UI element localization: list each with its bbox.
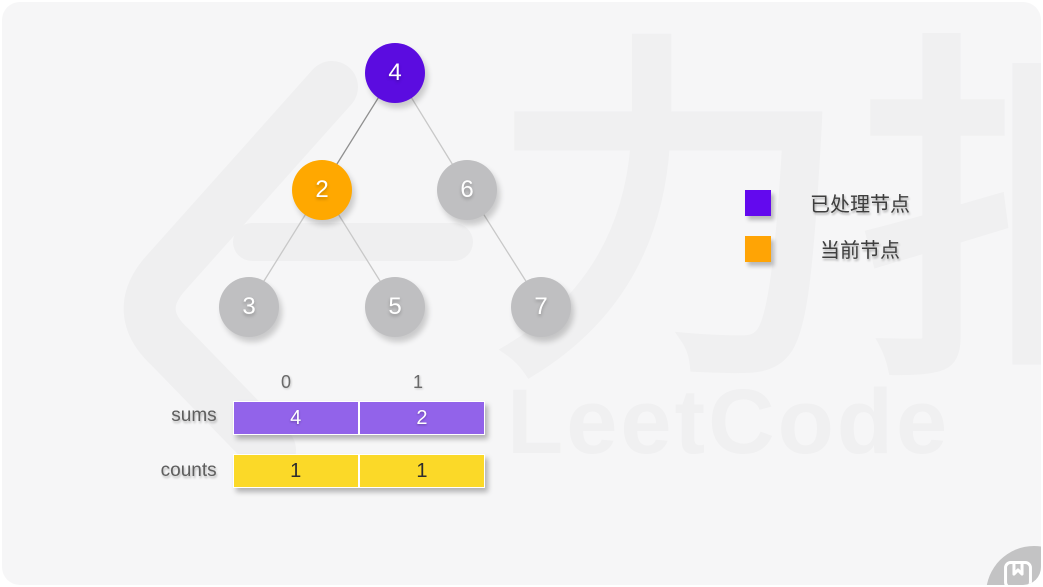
legend-label-processed: 已处理节点: [810, 194, 910, 216]
sums-cell-1: 2: [359, 402, 484, 434]
counts-cell-0: 1: [233, 455, 358, 487]
processed-node-swatch: [745, 189, 771, 216]
legend-item-processed: 已处理节点: [745, 188, 935, 217]
index-labels-row: 0 1: [220, 372, 485, 396]
counts-array: 1 1: [232, 454, 485, 488]
index-label: 1: [412, 372, 423, 392]
counts-label: counts: [160, 460, 217, 481]
sums-label: sums: [171, 404, 217, 426]
current-node-swatch: [745, 235, 771, 262]
tree-node: 7: [511, 277, 571, 337]
sums-array: 4 2: [232, 401, 485, 435]
tree-node-root: 4: [365, 43, 425, 103]
arrays-panel: 0 1 sums 4 2 counts 1 1: [145, 372, 485, 488]
sums-row: sums 4 2: [145, 396, 485, 435]
legend: 已处理节点 当前节点: [745, 188, 935, 280]
leetbook-icon: [1004, 561, 1032, 585]
tree-node: 6: [437, 160, 497, 220]
counts-cell-1: 1: [359, 455, 484, 487]
legend-label-current: 当前节点: [820, 240, 900, 262]
counts-row: counts 1 1: [145, 454, 485, 488]
sums-cell-0: 4: [233, 402, 358, 434]
tree-node: 3: [219, 277, 279, 337]
tree-node-current: 2: [292, 160, 352, 220]
legend-item-current: 当前节点: [745, 234, 935, 263]
tree-node: 5: [365, 277, 425, 337]
index-label: 0: [280, 372, 291, 392]
